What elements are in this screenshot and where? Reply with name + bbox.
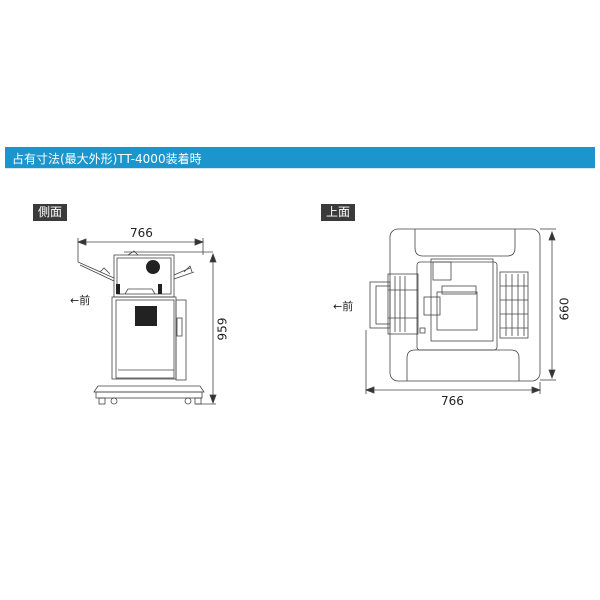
- side-view-label: 側面: [33, 204, 68, 221]
- side-front-indicator: ←前: [70, 294, 91, 307]
- header-divider: [5, 168, 595, 169]
- side-view-drawing: [76, 238, 217, 405]
- top-width-dimension: 766: [441, 394, 464, 408]
- section-header-bar: 占有寸法(最大外形)TT-4000装着時: [5, 147, 595, 168]
- side-width-dimension: 766: [130, 226, 153, 240]
- top-view-drawing: [364, 228, 556, 394]
- top-front-indicator: ←前: [333, 300, 354, 313]
- section-title: 占有寸法(最大外形)TT-4000装着時: [12, 152, 202, 166]
- top-view-label: 上面: [321, 204, 356, 221]
